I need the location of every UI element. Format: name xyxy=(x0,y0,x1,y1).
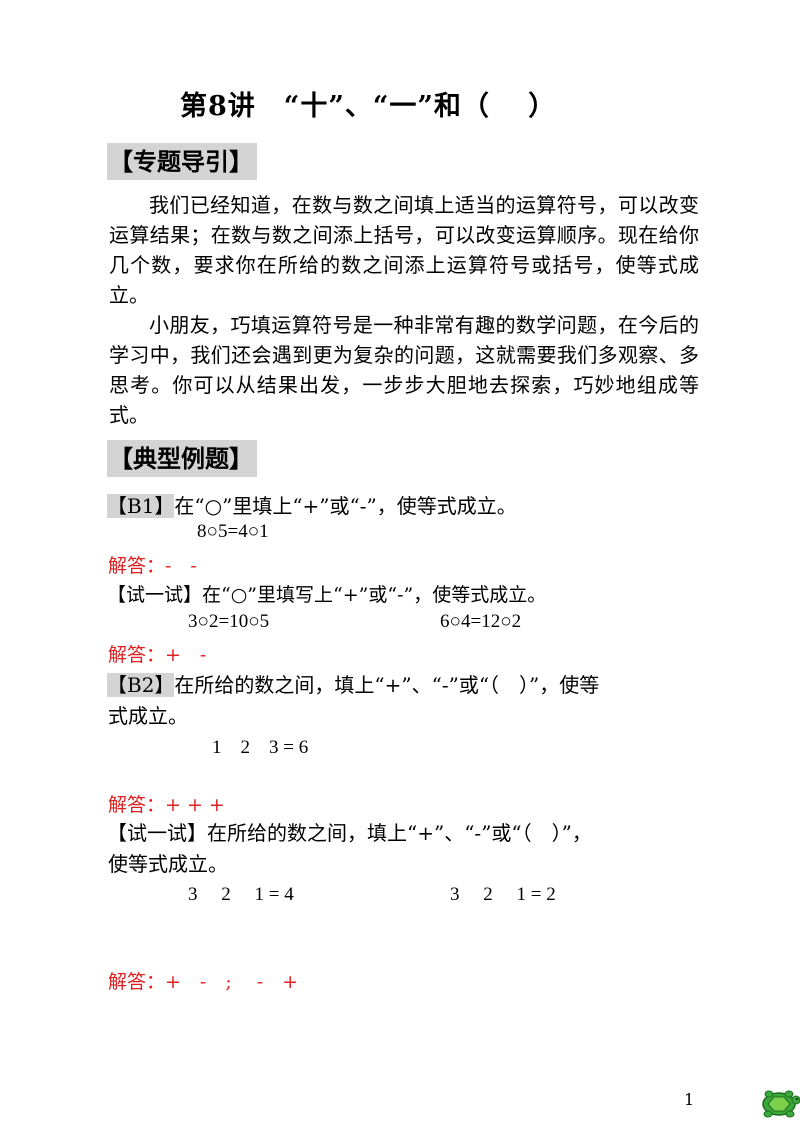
b1-text: 在“○”里填上“+”或“-”，使等式成立。 xyxy=(174,494,517,518)
section-heading-examples: 【典型例题】 xyxy=(107,440,257,477)
try1-equation-a: 3○2=10○5 xyxy=(188,611,270,632)
b2-answer: 解答：+ + + xyxy=(108,790,225,817)
try1-answer-label: 解答： xyxy=(108,644,166,666)
try2-equation-a: 3 2 1 = 4 xyxy=(188,884,294,905)
try2-answer: 解答：+ - ; - + xyxy=(108,967,298,994)
try2-question-line1: 【试一试】在所给的数之间，填上“+”、“-”或“（ ）”， xyxy=(107,817,592,846)
b2-answer-label: 解答： xyxy=(108,794,166,816)
try2-text-line1: 在所给的数之间，填上“+”、“-”或“（ ）”， xyxy=(207,821,592,845)
b2-text-line1: 在所给的数之间，填上“+”、“-”或“（ ）”，使等 xyxy=(174,673,600,697)
page-number: 1 xyxy=(684,1090,695,1109)
try2-equation-b: 3 2 1 = 2 xyxy=(450,884,556,905)
try1-answer: 解答：+ - xyxy=(108,640,206,667)
b2-question-line1: 【B2】在所给的数之间，填上“+”、“-”或“（ ）”，使等 xyxy=(107,669,599,698)
b1-answer-label: 解答： xyxy=(108,555,166,577)
try2-answer-label: 解答： xyxy=(108,971,166,993)
try2-answer-value: + - ; - + xyxy=(165,971,299,993)
b2-text-line2: 式成立。 xyxy=(108,704,188,728)
try1-question: 【试一试】在“○”里填写上“+”或“-”，使等式成立。 xyxy=(107,580,546,607)
b1-equation: 8○5=4○1 xyxy=(197,521,269,542)
b2-tag: 【B2】 xyxy=(107,673,175,697)
b2-equation: 1 2 3 = 6 xyxy=(212,737,309,758)
try2-tag: 【试一试】 xyxy=(107,821,207,845)
b1-tag: 【B1】 xyxy=(107,494,175,518)
intro-paragraph-2: 小朋友，巧填运算符号是一种非常有趣的数学问题，在今后的学习中，我们还会遇到更为复… xyxy=(109,313,699,427)
b2-answer-value: + + + xyxy=(165,794,225,816)
b1-answer: 解答：- - xyxy=(108,551,197,578)
intro-text: 我们已经知道，在数与数之间填上适当的运算符号，可以改变运算结果；在数与数之间添上… xyxy=(109,190,699,430)
try1-tag: 【试一试】 xyxy=(107,584,203,606)
section-heading-guide: 【专题导引】 xyxy=(107,143,257,180)
try2-text-line2: 使等式成立。 xyxy=(108,852,228,876)
page-title: 第8讲 “十”、“一”和（ ） xyxy=(180,91,557,122)
try1-answer-value: + - xyxy=(165,644,207,666)
try1-equation-b: 6○4=12○2 xyxy=(440,611,522,632)
intro-paragraph-1: 我们已经知道，在数与数之间填上适当的运算符号，可以改变运算结果；在数与数之间添上… xyxy=(109,193,699,307)
b1-answer-value: - - xyxy=(165,555,197,577)
b1-question: 【B1】在“○”里填上“+”或“-”，使等式成立。 xyxy=(107,490,517,519)
turtle-logo-icon xyxy=(758,1084,800,1120)
try1-text: 在“○”里填写上“+”或“-”，使等式成立。 xyxy=(202,584,547,606)
